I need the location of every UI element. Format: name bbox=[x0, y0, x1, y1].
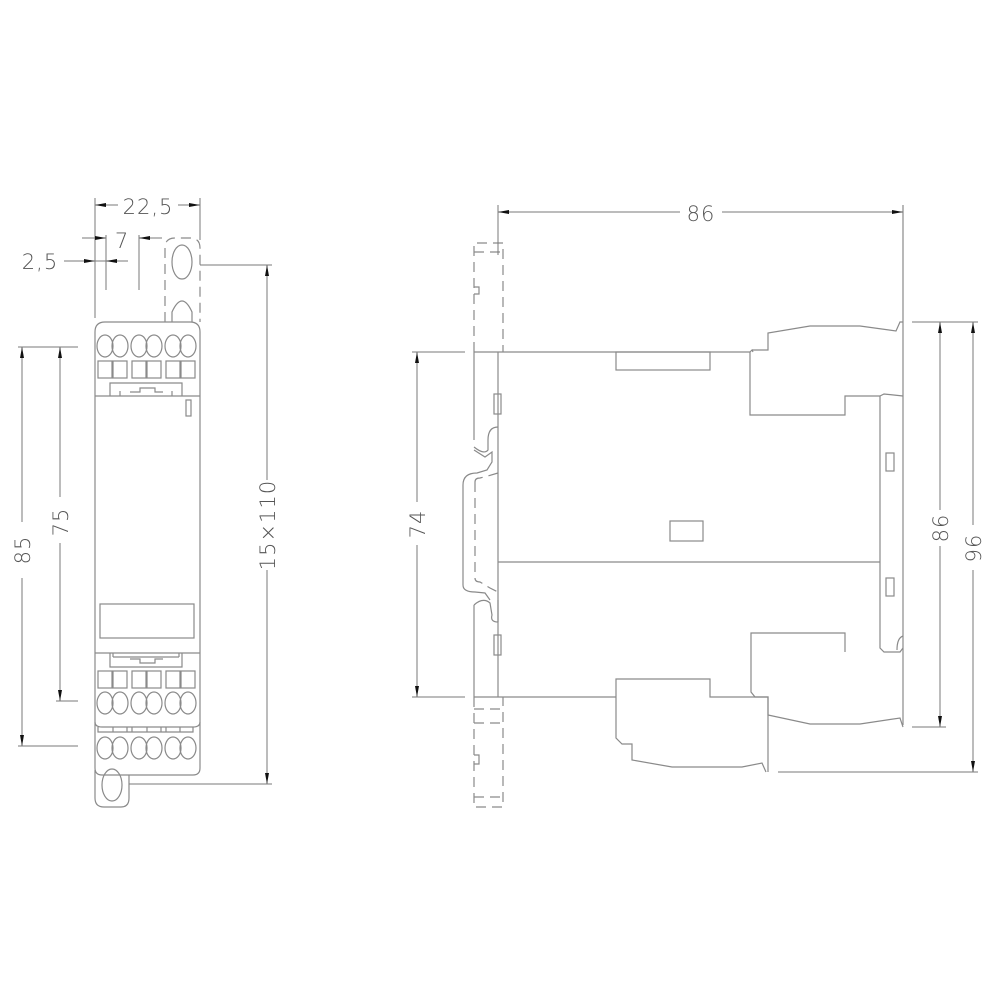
dim-height-86: 86 bbox=[929, 514, 953, 543]
top-terminal-row bbox=[96, 334, 197, 396]
device-body bbox=[94, 321, 201, 776]
dim-depth-86: 86 bbox=[687, 202, 716, 226]
dim-pitch-7: 7 bbox=[115, 229, 129, 253]
bottom-terminal-row bbox=[94, 653, 201, 760]
label-window bbox=[99, 603, 195, 639]
dim-offset-2-5: 2,5 bbox=[22, 250, 58, 274]
dim-height-85: 85 bbox=[11, 536, 35, 565]
front-view: 22,5 7 2,5 85 75 15× bbox=[11, 195, 280, 808]
dim-width-22-5: 22,5 bbox=[123, 195, 174, 219]
dim-height-75: 75 bbox=[49, 508, 73, 537]
dim-height-96: 96 bbox=[962, 534, 986, 563]
side-view: 86 74 86 96 bbox=[406, 202, 986, 808]
dim-rail-74: 74 bbox=[406, 510, 430, 539]
dim-mounting-15x110: 15×110 bbox=[256, 480, 280, 570]
